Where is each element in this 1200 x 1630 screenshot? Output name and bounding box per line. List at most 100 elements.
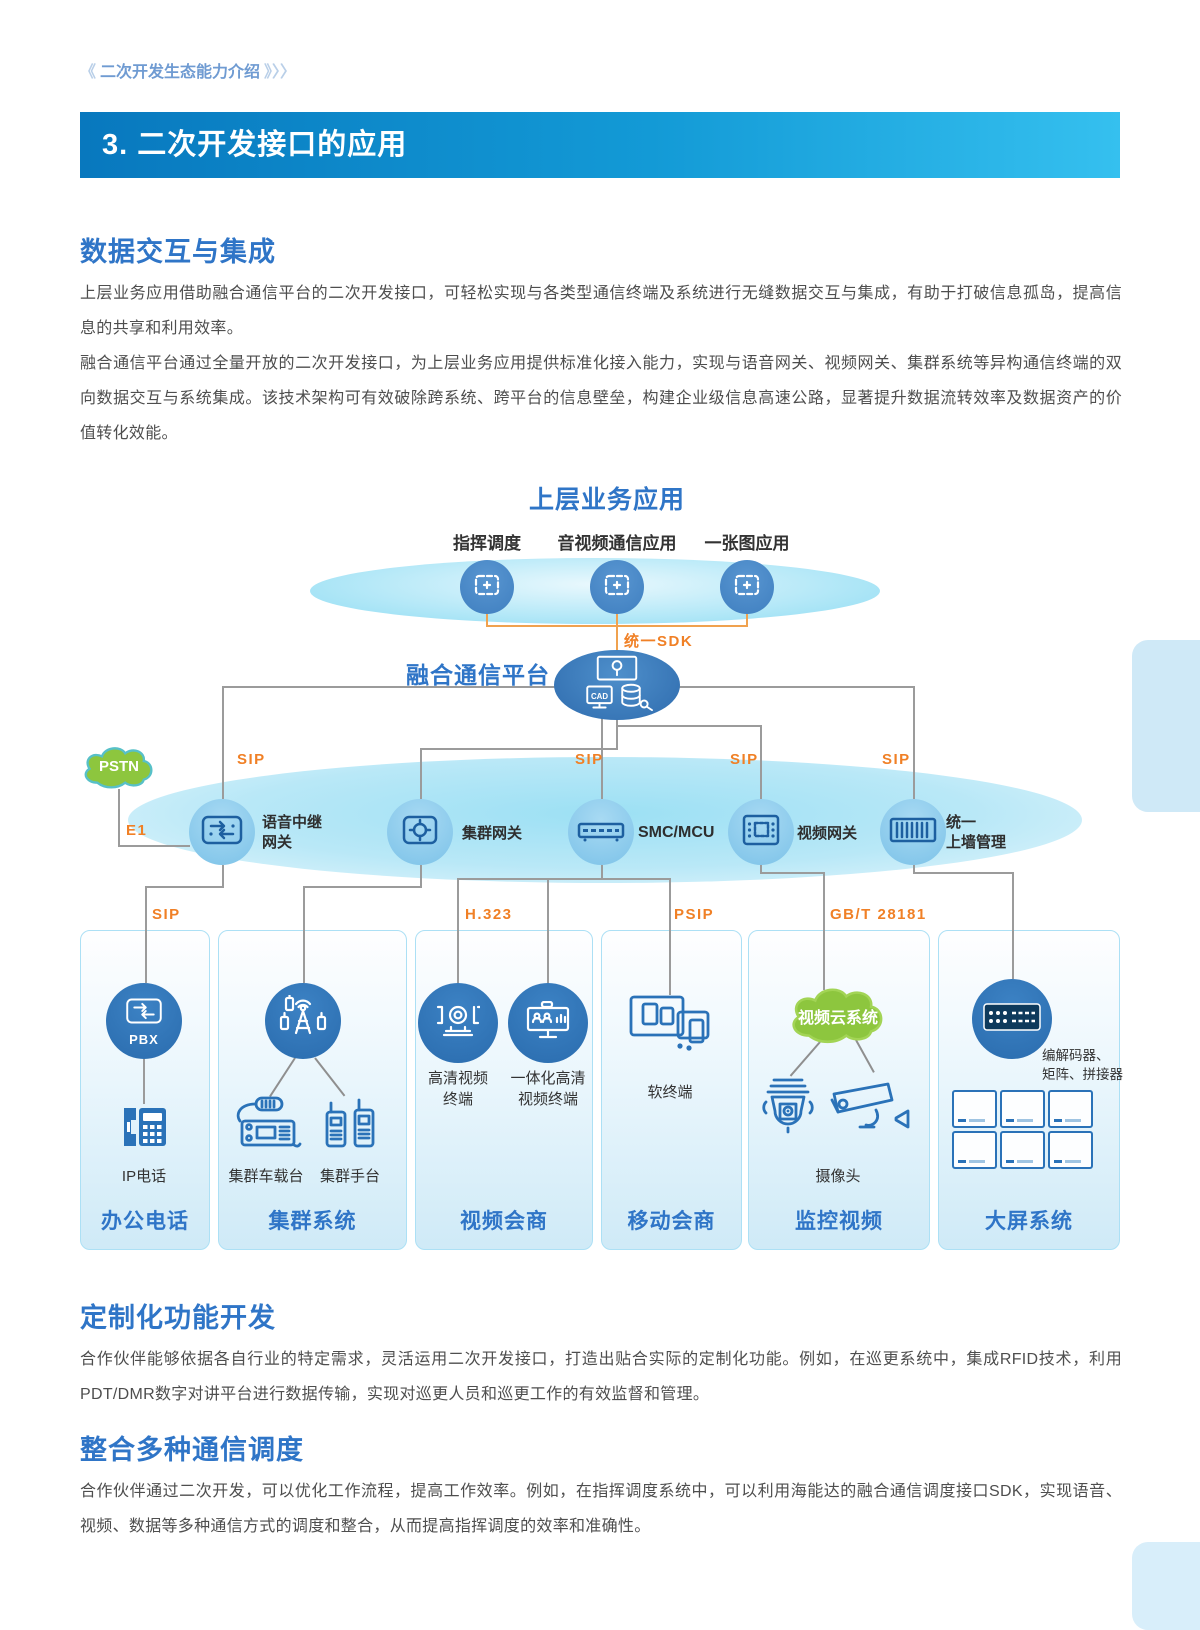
pbx-label: PBX [129,1031,159,1047]
box-title-video-wall-system: 大屏系统 [985,1210,1073,1233]
dome-camera-icon [760,1076,816,1145]
connector-line [547,878,549,983]
codec-matrix-label: 编解码器、 矩阵、拼接器 [1042,1048,1123,1082]
protocol-label-sip: SIP [152,906,181,923]
connector-line [457,878,671,880]
box-surveillance-video: 监控视频 [748,930,930,1250]
connector-line [145,886,224,888]
connector-line [746,614,748,626]
soft-terminal-label: 软终端 [647,1084,693,1101]
pstn-cloud [80,744,158,797]
video-gateway-icon [741,813,781,852]
conference-screen-icon [525,1000,571,1046]
paragraph-custom-dev: 合作伙伴能够依据各自行业的特定需求，灵活运用二次开发接口，打造出贴合实际的定制化… [80,1351,1122,1403]
app-window-icon [603,571,631,604]
video-wall-tile [952,1131,997,1169]
connector-line [222,686,224,799]
box-title-video-conference: 视频会商 [460,1210,548,1233]
protocol-label-gbt28181: GB/T 28181 [830,906,927,923]
box-title-surveillance-video: 监控视频 [795,1210,883,1233]
decor-bar-bottom-right [1132,1542,1200,1630]
heading-custom-dev: 定制化功能开发 [80,1303,276,1333]
wall-management-node [880,799,946,865]
trunking-gateway-node [387,799,453,865]
handheld-radio-label: 集群手台 [319,1168,381,1185]
box-title-office-phone: 办公电话 [101,1210,189,1233]
codec-node [972,979,1052,1059]
platform-node: CAD [554,650,680,720]
video-wall-grid [952,1090,1093,1169]
platform-title: 融合通信平台 [406,662,550,688]
smc-mcu-node [568,799,634,865]
video-wall-tile [1048,1090,1093,1128]
heading-data-integration: 数据交互与集成 [80,237,276,267]
video-cloud-label: 视频云系统 [797,1010,878,1027]
breadcrumb-open-mark: 《 [80,64,97,81]
connector-line [616,720,618,748]
connector-line [913,865,915,874]
paragraph-multi-dispatch: 合作伙伴通过二次开发，可以优化工作流程，提高工作效率。例如，在指挥调度系统中，可… [80,1483,1122,1535]
smc-mcu-label: SMC/MCU [638,824,715,841]
app-label-one-map: 一张图应用 [704,534,790,553]
sdk-label: 统一SDK [624,633,694,650]
app-label-av-comm: 音视频通信应用 [557,534,677,553]
box-title-trunking-system: 集群系统 [268,1210,357,1233]
radio-tower-icon [279,993,327,1048]
connector-line [760,872,825,874]
connector-line [760,865,762,874]
box-trunking-system: 集群系统 [218,930,407,1250]
paragraph-data-integration-1: 上层业务应用借助融合通信平台的二次开发接口，可轻松实现与各类型通信终端及系统进行… [80,285,1122,337]
connector-line [420,748,422,799]
connector-line [669,878,671,995]
bullet-camera-icon [830,1082,914,1143]
connector-line [457,878,459,983]
voice-trunk-gateway-label: 语音中继 网关 [262,814,323,851]
video-gateway-label: 视频网关 [797,825,858,842]
codec-device-icon [983,1002,1041,1036]
protocol-label-h323: H.323 [465,906,513,923]
connector-line [118,845,190,847]
trunking-gateway-icon [400,813,440,852]
ip-phone-label: IP电话 [121,1168,167,1185]
connector-line [823,872,825,990]
vehicle-radio-label: 集群车载台 [228,1168,304,1185]
connector-line [760,725,762,799]
mobile-radio-icon [230,1096,302,1155]
app-circle-dispatch [460,560,514,614]
wall-management-icon [889,815,937,850]
handheld-radios-icon [322,1098,380,1155]
soft-terminal-icon [628,994,712,1061]
platform-map-cad-database-icon: CAD [575,655,659,716]
connector-line [616,614,618,652]
diagram-top-title: 上层业务应用 [528,486,685,514]
ptz-camera-icon [436,1002,484,1045]
hd-video-terminal-node [418,983,498,1063]
connector-line [1012,872,1014,979]
video-gateway-node [728,799,794,865]
box-video-conference: 视频会商 [415,930,593,1250]
connector-line [913,686,915,799]
all-in-one-terminal-node [508,983,588,1063]
connector-line [145,886,147,983]
app-circle-av-comm [590,560,644,614]
trunking-gateway-label: 集群网关 [462,825,523,842]
hd-video-terminal-label: 高清视频 终端 [427,1070,489,1108]
wall-management-label: 统一 上墙管理 [946,814,1007,851]
sip-label: SIP [575,751,604,768]
section-banner: 3. 二次开发接口的应用 [80,112,1120,178]
video-cloud [776,984,900,1053]
connector-line [913,872,1014,874]
e1-label: E1 [126,822,148,839]
sip-label: SIP [882,751,911,768]
video-wall-tile [1048,1131,1093,1169]
connector-line [601,686,603,799]
connector-line [222,865,224,886]
pstn-label: PSTN [98,758,139,775]
connector-line [118,789,120,845]
pbx-gateway-icon [124,996,164,1031]
sip-label: SIP [237,751,266,768]
platform-cad-text: CAD [591,691,608,700]
video-wall-tile [1000,1090,1045,1128]
pbx-node: PBX [106,983,182,1059]
connector-line [143,1059,145,1104]
